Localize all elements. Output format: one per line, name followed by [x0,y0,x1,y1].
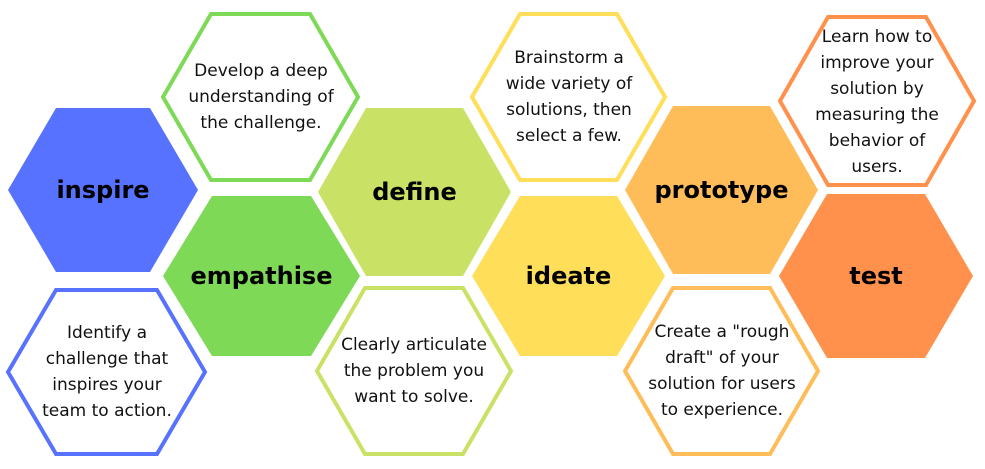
stage-description-define: Clearly articulate the problem you want … [341,335,487,407]
stage-label-empathise: empathise [190,262,333,290]
stage-description-ideate: Brainstorm a wide variety of solutions, … [505,48,633,146]
desc-hex-prototype [622,286,821,456]
desc-hex-define [314,286,514,456]
stage-hex-define [318,108,511,276]
stage-hex-ideate [472,196,665,356]
stage-label-inspire: inspire [56,176,150,204]
stage-label-prototype: prototype [654,176,789,204]
stage-hex-prototype [625,106,818,274]
desc-hex-inspire [5,288,208,456]
stage-hex-test [779,194,973,358]
stage-label-test: test [849,262,903,290]
stage-description-inspire: Identify a challenge that inspires your … [42,323,172,421]
desc-hex-test [777,15,977,187]
desc-hex-empathise [160,12,361,182]
stage-description-prototype: Create a "rough draft" of your solution … [648,322,796,420]
stage-label-define: define [372,178,457,206]
stage-label-ideate: ideate [525,262,612,290]
stage-hex-inspire [8,108,198,272]
stage-description-empathise: Develop a deep understanding of the chal… [188,61,334,133]
desc-hex-ideate [469,12,668,182]
stage-description-test: Learn how to improve your solution by me… [815,27,939,177]
stage-hex-empathise [163,196,360,356]
